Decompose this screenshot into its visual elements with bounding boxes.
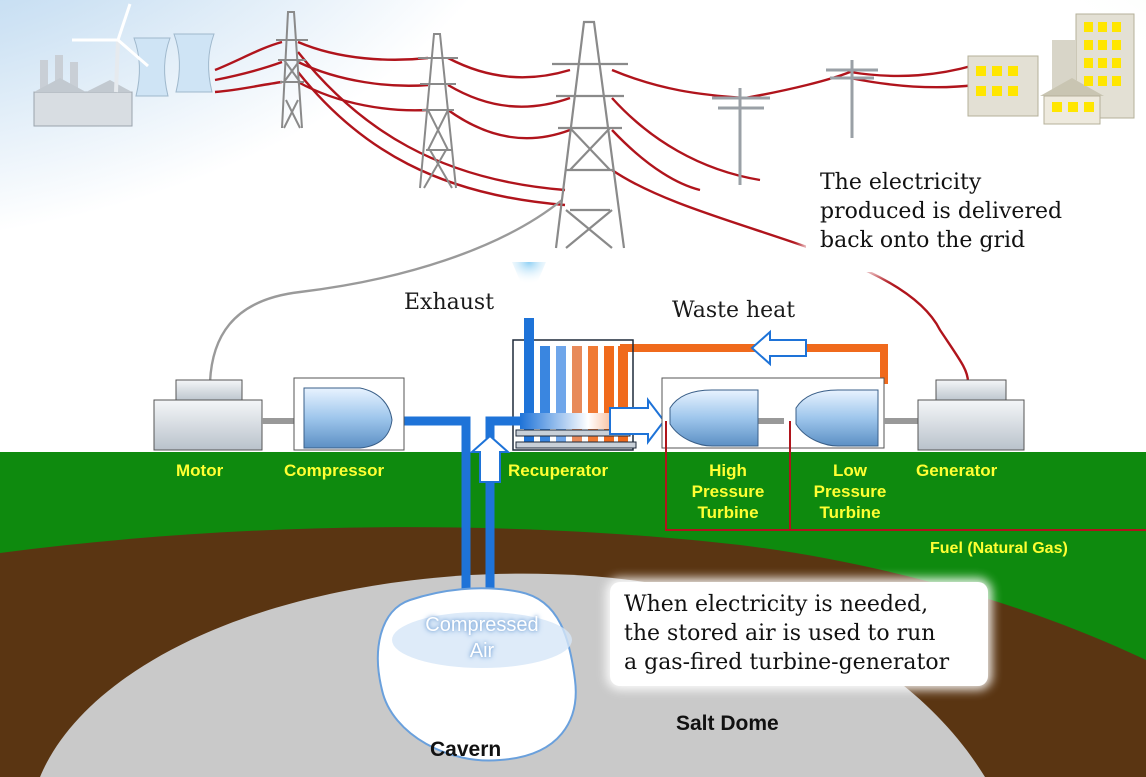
recuperator-unit (512, 318, 637, 451)
wind-turbine-icon (72, 3, 149, 93)
recuperator-label: Recuperator (508, 461, 609, 480)
power-plant-icon (33, 33, 215, 127)
generator-unit (917, 379, 1025, 451)
compressor-label: Compressor (284, 461, 385, 480)
air-up-arrow (469, 434, 511, 483)
exhaust-label: Exhaust (404, 290, 495, 315)
air-pipes (392, 416, 520, 612)
utility-pole-icon (712, 88, 770, 185)
air-flow-arrow (609, 397, 666, 445)
hp-turbine-shape (669, 389, 759, 447)
waste-heat-arrow (750, 329, 807, 367)
lp-turbine-shape (795, 389, 879, 447)
cavern-label: Cavern (430, 738, 502, 761)
cavern (376, 587, 577, 762)
fuel-lines (665, 421, 1146, 531)
exhaust-plume (512, 262, 546, 290)
turbine-housing (661, 377, 918, 449)
waste-heat-label: Waste heat (672, 298, 796, 323)
waste-heat-loop (620, 344, 888, 384)
fuel-label: Fuel (Natural Gas) (930, 540, 1068, 557)
electricity-needed-note: When electricity is needed,the stored ai… (610, 582, 988, 686)
motor-supply-line (208, 199, 563, 383)
transmission-tower-icon (418, 33, 458, 189)
motor-unit (153, 379, 294, 451)
transmission-tower-icon (276, 11, 308, 129)
generator-label: Generator (916, 461, 998, 480)
utility-pole-icon (826, 60, 878, 138)
salt-dome-label: Salt Dome (676, 712, 779, 735)
power-lines (214, 40, 976, 383)
motor-label: Motor (176, 461, 224, 480)
compressor-unit (293, 377, 405, 451)
transmission-tower-icon (552, 20, 628, 249)
city-buildings-icon (967, 13, 1135, 125)
